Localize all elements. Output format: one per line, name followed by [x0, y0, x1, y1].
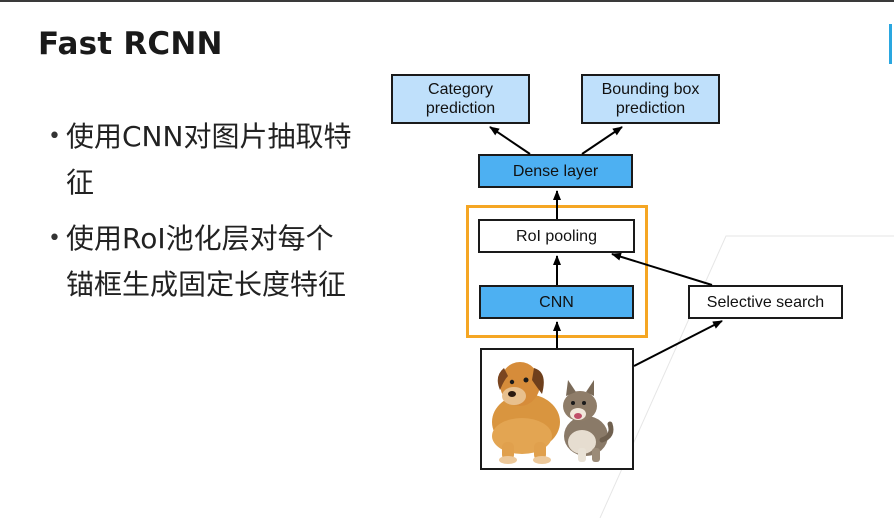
bullet-item: • 使用RoI池化层对每个锚框生成固定长度特征 [48, 216, 368, 308]
arrow-dense-to-bbox [581, 126, 623, 155]
cnn-box: CNN [479, 285, 634, 319]
arrow-dense-to-category [489, 126, 531, 155]
dense-layer-box: Dense layer [478, 154, 633, 188]
bullet-list: • 使用CNN对图片抽取特征 • 使用RoI池化层对每个锚框生成固定长度特征 [48, 114, 368, 318]
bullet-item: • 使用CNN对图片抽取特征 [48, 114, 368, 206]
puppy-kitten-illustration [492, 362, 614, 464]
slide-edge-mark [889, 24, 892, 64]
bullet-text: 使用RoI池化层对每个锚框生成固定长度特征 [66, 222, 347, 301]
bullet-marker: • [48, 226, 61, 251]
roi-pooling-box: RoI pooling [478, 219, 635, 253]
category-prediction-box: Category prediction [391, 74, 530, 124]
arrow-image-to-selective [633, 320, 723, 367]
bullet-marker: • [48, 124, 61, 149]
slide-title: Fast RCNN [38, 26, 223, 62]
bounding-box-prediction-box: Bounding box prediction [581, 74, 720, 124]
selective-search-box: Selective search [688, 285, 843, 319]
arrow-selective-to-roi [611, 252, 713, 286]
top-rule [0, 0, 894, 2]
input-image [480, 348, 634, 470]
bullet-text: 使用CNN对图片抽取特征 [66, 120, 352, 199]
